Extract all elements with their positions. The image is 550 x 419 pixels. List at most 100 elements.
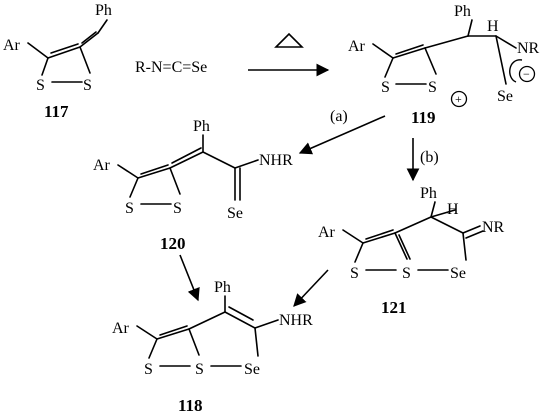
- heat-icon: [274, 32, 304, 48]
- bond: [47, 46, 81, 59]
- selenium-label: Se: [227, 205, 243, 222]
- bond: [129, 177, 139, 198]
- aryl-label: Ar: [318, 224, 336, 241]
- bond: [148, 338, 158, 359]
- aryl-label: Ar: [93, 157, 111, 174]
- compound-number: 120: [160, 234, 186, 253]
- compound-118: Ar Ph NHR S S Se 118: [112, 279, 313, 415]
- bond: [41, 57, 49, 76]
- sulfur-label: S: [195, 361, 204, 378]
- minus-charge: [518, 65, 536, 83]
- bond: [424, 47, 437, 75]
- bond: [169, 151, 204, 169]
- sulfur-label: S: [125, 200, 134, 217]
- phenyl-label: Ph: [420, 185, 437, 202]
- path-b-label: (b): [420, 149, 439, 166]
- compound-number: 118: [178, 396, 203, 415]
- bond: [97, 19, 108, 34]
- bond: [117, 164, 139, 179]
- amine-label: NHR: [279, 312, 313, 329]
- selenium-label: Se: [450, 265, 466, 282]
- compound-120: Ar Ph S S NHR Se 120: [93, 118, 293, 253]
- bond: [495, 35, 517, 49]
- plus-sign: +: [455, 92, 462, 106]
- compound-number: 121: [381, 298, 407, 317]
- reaction-arrow-a: [298, 115, 386, 155]
- bond: [462, 225, 481, 234]
- sulfur-label: S: [36, 77, 45, 94]
- compound-117: Ar Ph S S 117: [3, 2, 112, 121]
- compound-number: 117: [44, 102, 69, 121]
- bond: [495, 35, 507, 85]
- bond: [140, 164, 169, 175]
- bond: [424, 35, 469, 49]
- hydrogen-label: H: [487, 18, 499, 35]
- bond: [462, 232, 467, 261]
- phenyl-label: Ph: [193, 118, 210, 135]
- minus-sign: −: [523, 67, 530, 81]
- bond: [202, 151, 236, 169]
- sulfur-label: S: [350, 265, 359, 282]
- bond: [224, 311, 256, 329]
- bond: [342, 229, 364, 244]
- aryl-label: Ar: [3, 37, 21, 54]
- bond: [254, 327, 259, 357]
- bond: [171, 147, 202, 164]
- reagent-label: R-N=C=Se: [135, 59, 207, 76]
- bond: [136, 325, 158, 340]
- bond: [79, 46, 91, 74]
- sulfur-label: S: [402, 265, 411, 282]
- phenyl-label: Ph: [214, 279, 231, 296]
- bond: [156, 328, 190, 340]
- bond: [228, 306, 254, 321]
- bond: [430, 209, 456, 218]
- sulfur-label: S: [428, 79, 437, 96]
- path-a-label: (a): [330, 108, 348, 125]
- bond: [169, 167, 181, 195]
- imine-label: NR: [482, 219, 505, 236]
- amine-label: NHR: [259, 152, 293, 169]
- bond: [188, 311, 226, 330]
- compound-119: − + Ar Ph H S S NR Se 119: [348, 3, 540, 127]
- bond: [81, 31, 97, 44]
- bond: [430, 201, 436, 218]
- compound-121: Ar Ph H NR S S Se 121: [318, 185, 505, 317]
- sulfur-label: S: [381, 79, 390, 96]
- bond: [137, 167, 171, 179]
- aryl-label: Ar: [348, 38, 366, 55]
- bond: [394, 216, 432, 234]
- bond: [430, 216, 464, 234]
- bond: [465, 230, 484, 239]
- bond: [50, 43, 79, 54]
- phenyl-label: Ph: [95, 2, 112, 19]
- bond: [362, 232, 396, 244]
- compound-number: 119: [411, 108, 436, 127]
- bond: [254, 319, 279, 329]
- reaction-arrow: [293, 269, 329, 307]
- hydrogen-label: H: [447, 201, 459, 218]
- sulfur-label: S: [83, 77, 92, 94]
- bond: [159, 325, 188, 336]
- bond: [384, 57, 394, 78]
- bond: [365, 229, 394, 240]
- selenium-label: Se: [497, 88, 513, 105]
- bond: [372, 43, 394, 59]
- bond: [398, 234, 411, 260]
- bond: [392, 47, 426, 59]
- selenium-label: Se: [244, 361, 260, 378]
- bond: [79, 32, 99, 48]
- sulfur-label: S: [144, 361, 153, 378]
- bond: [188, 328, 200, 356]
- bond: [395, 44, 424, 55]
- sulfur-label: S: [173, 200, 182, 217]
- bond: [234, 159, 259, 169]
- phenyl-label: Ph: [454, 3, 471, 20]
- bond: [27, 42, 49, 59]
- bond: [394, 232, 408, 260]
- aryl-label: Ar: [112, 320, 130, 337]
- imine-label: NR: [517, 40, 540, 57]
- bond: [354, 242, 364, 263]
- plus-charge: [450, 90, 468, 108]
- reaction-arrow: [179, 254, 200, 302]
